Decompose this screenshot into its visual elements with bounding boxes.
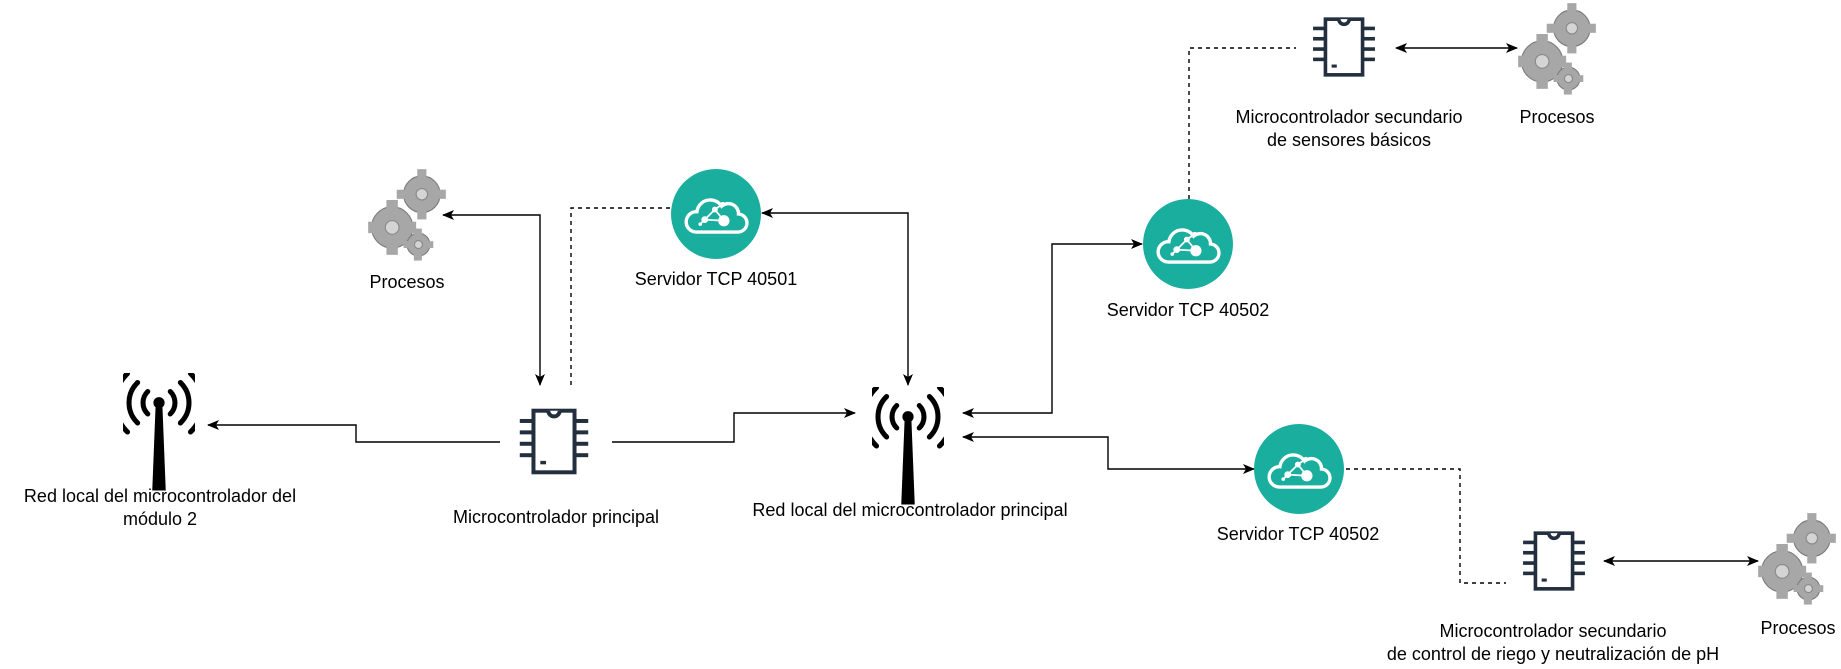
irrigation-mcu-label: Microcontrolador secundario de control d… bbox=[1387, 620, 1719, 666]
gears-icon bbox=[1518, 2, 1596, 98]
link-main-network-server-c bbox=[962, 432, 1255, 474]
gears-icon bbox=[368, 168, 446, 264]
antenna-icon bbox=[123, 373, 195, 491]
sensors-mcu-label-line1: Microcontrolador secundario bbox=[1235, 107, 1463, 127]
link-server-a-main-network bbox=[761, 208, 913, 386]
irrigation-mcu-label-line1: Microcontrolador secundario bbox=[1439, 621, 1667, 641]
dashed-link-server-b-sensors-mcu bbox=[1188, 47, 1296, 199]
processes-irrigation-label: Procesos bbox=[1760, 618, 1836, 638]
dashed-link-main-mcu-server-a bbox=[570, 207, 670, 385]
module2-network-label-line1: Red local del microcontrolador del bbox=[23, 486, 297, 506]
link-processes-main-mcu bbox=[442, 210, 545, 386]
antenna-icon bbox=[872, 387, 944, 505]
link-main-mcu-to-main-network bbox=[612, 408, 856, 443]
cloud-server-icon bbox=[671, 169, 761, 259]
server-b-label: Servidor TCP 40502 bbox=[1106, 300, 1270, 320]
server-a-label: Servidor TCP 40501 bbox=[634, 269, 798, 289]
sensors-mcu-label-line2: de sensores básicos bbox=[1266, 130, 1432, 150]
sensors-mcu-label: Microcontrolador secundario de sensores … bbox=[1235, 106, 1462, 152]
microchip-icon bbox=[1310, 14, 1378, 80]
dashed-link-server-c-irrigation-mcu bbox=[1346, 468, 1506, 584]
main-network-label: Red local del microcontrolador principal bbox=[752, 500, 1068, 520]
irrigation-mcu-label-line2: de control de riego y neutralización de … bbox=[1386, 644, 1720, 664]
processes-sensors-label: Procesos bbox=[1519, 107, 1595, 127]
gears-icon bbox=[1758, 512, 1836, 608]
processes-main-label: Procesos bbox=[369, 272, 445, 292]
link-main-mcu-to-module2-network bbox=[207, 420, 500, 443]
microchip-icon bbox=[1520, 528, 1588, 594]
module2-network-label: Red local del microcontrolador del módul… bbox=[24, 485, 296, 531]
module2-network-label-line2: módulo 2 bbox=[122, 509, 198, 529]
server-c-label: Servidor TCP 40502 bbox=[1216, 524, 1380, 544]
link-main-network-server-b bbox=[962, 239, 1143, 418]
main-mcu-label: Microcontrolador principal bbox=[452, 507, 660, 527]
cloud-server-icon bbox=[1254, 424, 1344, 514]
cloud-server-icon bbox=[1143, 199, 1233, 289]
microchip-icon bbox=[514, 405, 594, 478]
